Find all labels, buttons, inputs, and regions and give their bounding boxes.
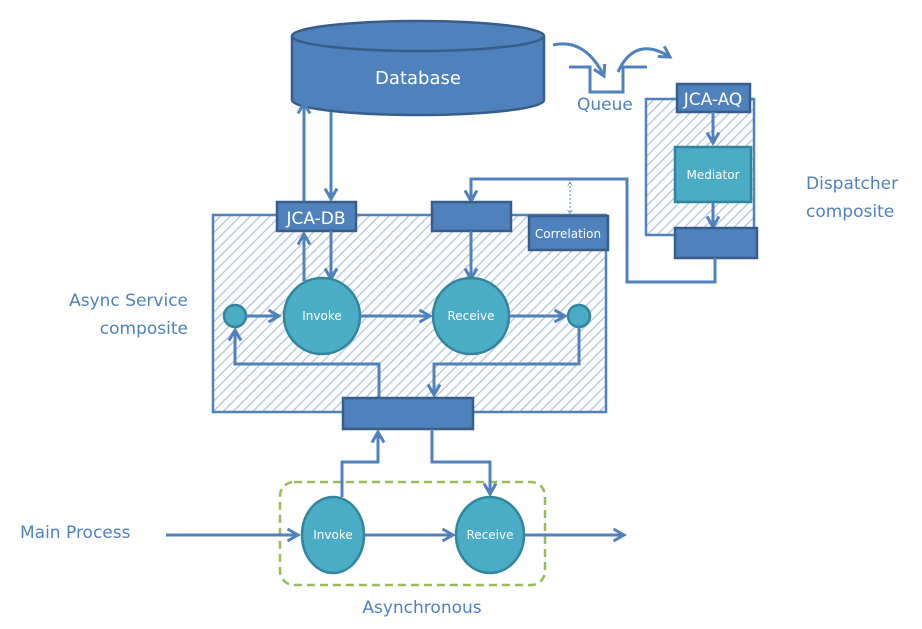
correlation-box [527, 214, 610, 252]
service-receive-label: Receive [448, 309, 495, 323]
service-entry-port [341, 396, 475, 431]
dispatcher-output-port [673, 226, 759, 260]
main-process-label: Main Process [20, 523, 131, 543]
jca-db-label: JCA-DB [285, 209, 345, 229]
asynchronous-label: Asynchronous [362, 598, 481, 618]
async-service-label-line1: Async Service [69, 291, 188, 311]
callback-port [430, 200, 513, 233]
jca-db-adapter [275, 200, 358, 233]
mediator-label: Mediator [686, 168, 739, 182]
dispatcher-label-line2: composite [806, 202, 894, 222]
async-service-composite: JCA-DB Correlation Invoke Receive Async … [69, 99, 610, 431]
queue-symbol: Queue [552, 42, 673, 115]
database-cylinder: Database [290, 19, 546, 117]
service-invoke-label: Invoke [302, 309, 342, 323]
end-node [566, 303, 592, 329]
main-receive-label: Receive [467, 528, 514, 542]
main-invoke-label: Invoke [313, 528, 353, 542]
start-node [222, 303, 248, 329]
dispatcher-composite: JCA-AQ Mediator Dispatcher composite [644, 82, 898, 260]
main-process: Invoke Receive Main Process Asynchronous [20, 428, 628, 618]
jca-aq-adapter [675, 82, 752, 114]
dispatcher-to-service-line [463, 177, 717, 284]
mediator-box [673, 145, 753, 204]
database-label: Database [375, 68, 461, 89]
correlation-label: Correlation [535, 227, 601, 241]
queue-label: Queue [577, 95, 633, 115]
dispatcher-label-line1: Dispatcher [806, 174, 898, 194]
async-service-label-line2: composite [100, 319, 188, 339]
jca-aq-label: JCA-AQ [683, 90, 743, 110]
